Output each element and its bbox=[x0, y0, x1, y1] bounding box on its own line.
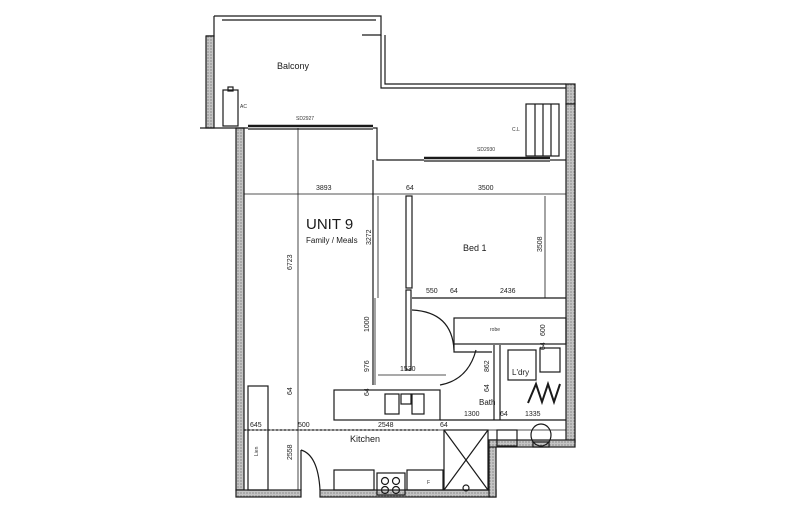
toilet bbox=[530, 423, 552, 447]
hot-water-icon bbox=[527, 380, 561, 406]
dim-bed-2436: 2436 bbox=[500, 288, 516, 295]
dim-laundry-64: 64 bbox=[484, 384, 491, 392]
dim-kitchen-645: 645 bbox=[250, 422, 262, 429]
balcony-outline bbox=[205, 15, 576, 129]
ac-label: AC bbox=[240, 104, 247, 110]
dim-hall-976: 976 bbox=[364, 360, 371, 372]
dim-hall-1000: 1000 bbox=[364, 316, 371, 332]
dim-kitchen-2558: 2558 bbox=[287, 444, 294, 460]
shower bbox=[443, 429, 489, 492]
sliding-door-left bbox=[248, 124, 373, 130]
dim-bath-1300: 1300 bbox=[464, 411, 480, 418]
robe-label: robe bbox=[490, 327, 501, 333]
fridge-label: F bbox=[427, 480, 431, 486]
dim-hall-1530: 1530 bbox=[400, 366, 416, 373]
kitchen-label: Kitchen bbox=[350, 434, 381, 444]
bath-door-swing bbox=[439, 349, 477, 386]
dim-family-depth: 6723 bbox=[287, 254, 294, 270]
dim-robe-600: 600 bbox=[540, 324, 547, 336]
dim-laundry-862: 862 bbox=[484, 360, 491, 372]
bed-door-swing bbox=[411, 309, 455, 351]
unit-title: UNIT 9 bbox=[306, 216, 354, 233]
dim-bath-64: 64 bbox=[500, 411, 508, 418]
linen-label: Lien bbox=[254, 446, 260, 456]
linen-cupboard bbox=[247, 385, 269, 491]
laundry-label: L'dry bbox=[512, 368, 530, 377]
dim-family-width: 3893 bbox=[316, 185, 332, 192]
sliding-door-right bbox=[424, 156, 550, 162]
dim-kitchen-500: 500 bbox=[298, 422, 310, 429]
bath-label: Bath bbox=[479, 398, 496, 407]
outer-walls bbox=[200, 103, 576, 498]
dim-kitchen-64: 64 bbox=[440, 422, 448, 429]
sliding-door-right-label: SD2930 bbox=[477, 147, 496, 153]
sliding-door-left-label: SD2927 bbox=[296, 116, 315, 122]
balcony-label: Balcony bbox=[277, 61, 310, 71]
dim-bed-depth: 3508 bbox=[537, 236, 544, 252]
dim-wall-64-left: 64 bbox=[287, 387, 294, 395]
kitchen-lower-bench bbox=[333, 469, 444, 496]
entry-door-swing bbox=[300, 449, 321, 491]
clothes-line bbox=[525, 103, 560, 157]
dim-bed-550: 550 bbox=[426, 288, 438, 295]
dim-robe-64: 64 bbox=[540, 342, 547, 350]
ac-unit bbox=[222, 89, 239, 127]
dim-wall-64-top: 64 bbox=[406, 185, 414, 192]
dim-family-3272: 3272 bbox=[366, 229, 373, 245]
dim-bed-width: 3500 bbox=[478, 185, 494, 192]
bed1-label: Bed 1 bbox=[463, 243, 487, 253]
dim-bath-1335: 1335 bbox=[525, 411, 541, 418]
kitchen-bench bbox=[333, 389, 441, 421]
dim-wall-64-kitchen: 64 bbox=[364, 388, 371, 396]
dimension-lines bbox=[244, 128, 566, 490]
family-meals-label: Family / Meals bbox=[306, 236, 358, 245]
clothes-line-label: C.L bbox=[512, 127, 520, 133]
dim-kitchen-2548: 2548 bbox=[378, 422, 394, 429]
dim-bed-64: 64 bbox=[450, 288, 458, 295]
